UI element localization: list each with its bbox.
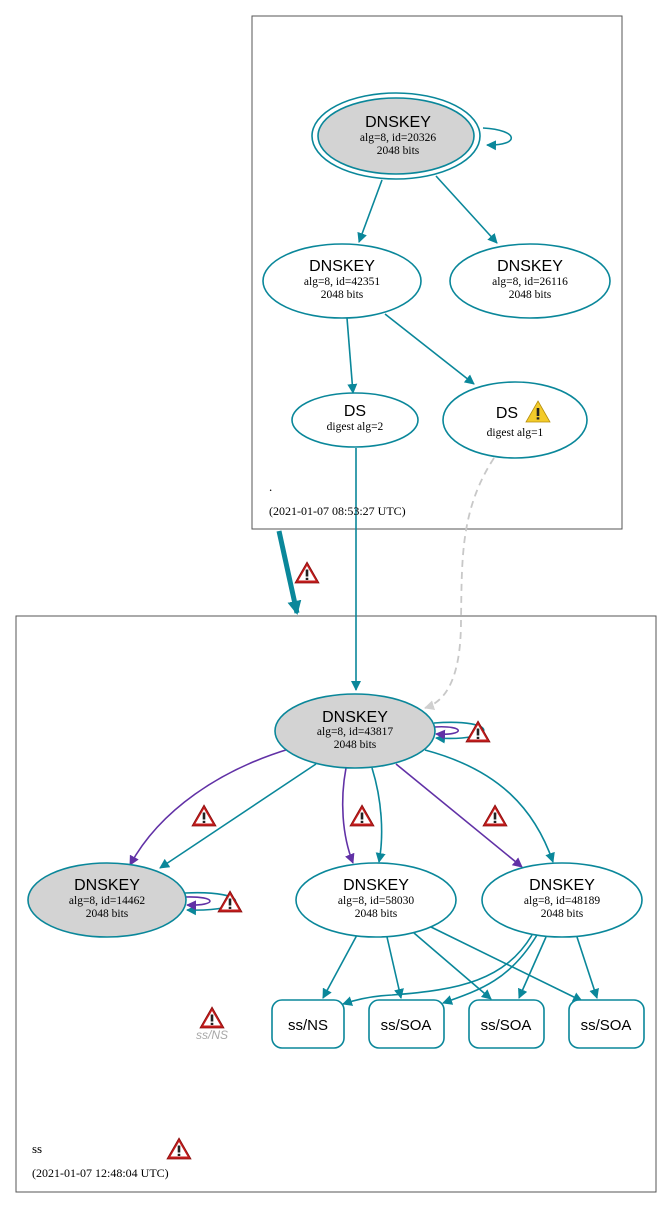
node-ds-digest1[interactable]: DS digest alg=1: [442, 381, 588, 459]
node-line2: 2048 bits: [377, 145, 420, 157]
edge-14462-self-purple: [184, 896, 211, 911]
missing-ns-label: ss/NS: [196, 1028, 228, 1042]
node-line2: 2048 bits: [541, 908, 584, 920]
rrset-label: ss/SOA: [481, 1017, 532, 1034]
node-ss-dnskey-58030[interactable]: DNSKEY alg=8, id=58030 2048 bits: [295, 862, 457, 938]
rrset-label: ss/SOA: [581, 1017, 632, 1034]
edge-58030-soa2: [413, 932, 492, 1000]
zone-root-timestamp: (2021-01-07 08:53:27 UTC): [269, 504, 406, 518]
node-root-zsk-42351[interactable]: DNSKEY alg=8, id=42351 2048 bits: [262, 243, 422, 319]
node-line1: alg=8, id=48189: [524, 895, 600, 907]
zone-ss-timestamp: (2021-01-07 12:48:04 UTC): [32, 1166, 169, 1180]
node-line2: 2048 bits: [355, 908, 398, 920]
node-title: DNSKEY: [74, 877, 140, 894]
node-line1: alg=8, id=58030: [338, 895, 414, 907]
node-title: DNSKEY: [343, 877, 409, 894]
node-line1: alg=8, id=42351: [304, 276, 380, 288]
node-ds-digest2[interactable]: DS digest alg=2: [291, 392, 419, 448]
node-title: DNSKEY: [497, 258, 563, 275]
warning-red-icon: [294, 561, 320, 584]
node-ss-ksk-43817[interactable]: DNSKEY alg=8, id=43817 2048 bits: [274, 693, 436, 769]
edge-48189-soa2: [518, 936, 547, 999]
node-line1: alg=8, id=43817: [317, 726, 393, 738]
rrset-ss-soa-3[interactable]: ss/SOA: [568, 999, 645, 1049]
edge-48189-soa3: [576, 936, 599, 999]
edge-zsk1-ds2: [346, 317, 358, 394]
node-root-ksk[interactable]: DNSKEY alg=8, id=20326 2048 bits: [311, 92, 481, 180]
node-line1: alg=8, id=26116: [492, 276, 568, 288]
edge-ssksk-14462-purple: [129, 748, 290, 866]
edge-ssksk-48189-purple: [395, 763, 523, 868]
zone-ss-name: ss: [32, 1141, 42, 1156]
warning-red-icon: [482, 804, 508, 827]
zone-root-box: [251, 15, 623, 530]
node-line2: 2048 bits: [86, 908, 129, 920]
node-title: DS: [344, 403, 366, 420]
edge-58030-ns: [322, 934, 358, 999]
edge-ssksk-14462-teal: [159, 763, 317, 869]
warning-red-icon: [191, 804, 217, 827]
node-title: DNSKEY: [322, 709, 388, 726]
rrset-label: ss/NS: [288, 1017, 328, 1034]
edge-ssksk-58030-teal: [371, 767, 386, 863]
node-title: DNSKEY: [309, 258, 375, 275]
rrset-ss-soa-1[interactable]: ss/SOA: [368, 999, 445, 1049]
warning-red-icon: [199, 1006, 225, 1029]
node-title: DNSKEY: [529, 877, 595, 894]
edge-ksk-zsk1: [357, 179, 383, 243]
node-line2: 2048 bits: [321, 289, 364, 301]
edge-ssksk-48189-teal: [424, 749, 555, 863]
warning-red-icon: [166, 1137, 192, 1160]
rrset-ss-soa-2[interactable]: ss/SOA: [468, 999, 545, 1049]
zone-ss-box: [15, 615, 657, 1193]
node-line1: alg=8, id=14462: [69, 895, 145, 907]
edge-delegation: [276, 530, 302, 615]
rrset-label: ss/SOA: [381, 1017, 432, 1034]
edge-ksk-self: [482, 127, 513, 151]
edge-zsk1-ds1: [384, 313, 475, 385]
edge-58030-soa1: [386, 936, 404, 999]
zone-root-name: .: [269, 479, 272, 494]
node-title: DNSKEY: [365, 114, 431, 131]
edge-ssksk-self-purple: [433, 725, 459, 740]
warning-red-icon: [349, 804, 375, 827]
node-line2: 2048 bits: [334, 739, 377, 751]
rrset-ss-ns[interactable]: ss/NS: [271, 999, 345, 1049]
node-line1: digest alg=1: [487, 427, 544, 439]
node-ss-dnskey-48189[interactable]: DNSKEY alg=8, id=48189 2048 bits: [481, 862, 643, 938]
node-root-zsk-26116[interactable]: DNSKEY alg=8, id=26116 2048 bits: [449, 243, 611, 319]
edge-48189-soa1: [442, 934, 538, 1005]
edge-ssksk-58030-purple: [341, 767, 355, 864]
node-line2: 2048 bits: [509, 289, 552, 301]
edge-48189-ns: [342, 934, 533, 1006]
node-ss-dnskey-14462[interactable]: DNSKEY alg=8, id=14462 2048 bits: [27, 862, 187, 938]
edge-ksk-zsk2: [435, 175, 498, 244]
node-title: DS: [496, 405, 518, 422]
edge-ds1-ssksk-dashed: [424, 457, 495, 711]
node-line1: alg=8, id=20326: [360, 132, 436, 144]
node-line1: digest alg=2: [327, 421, 384, 433]
